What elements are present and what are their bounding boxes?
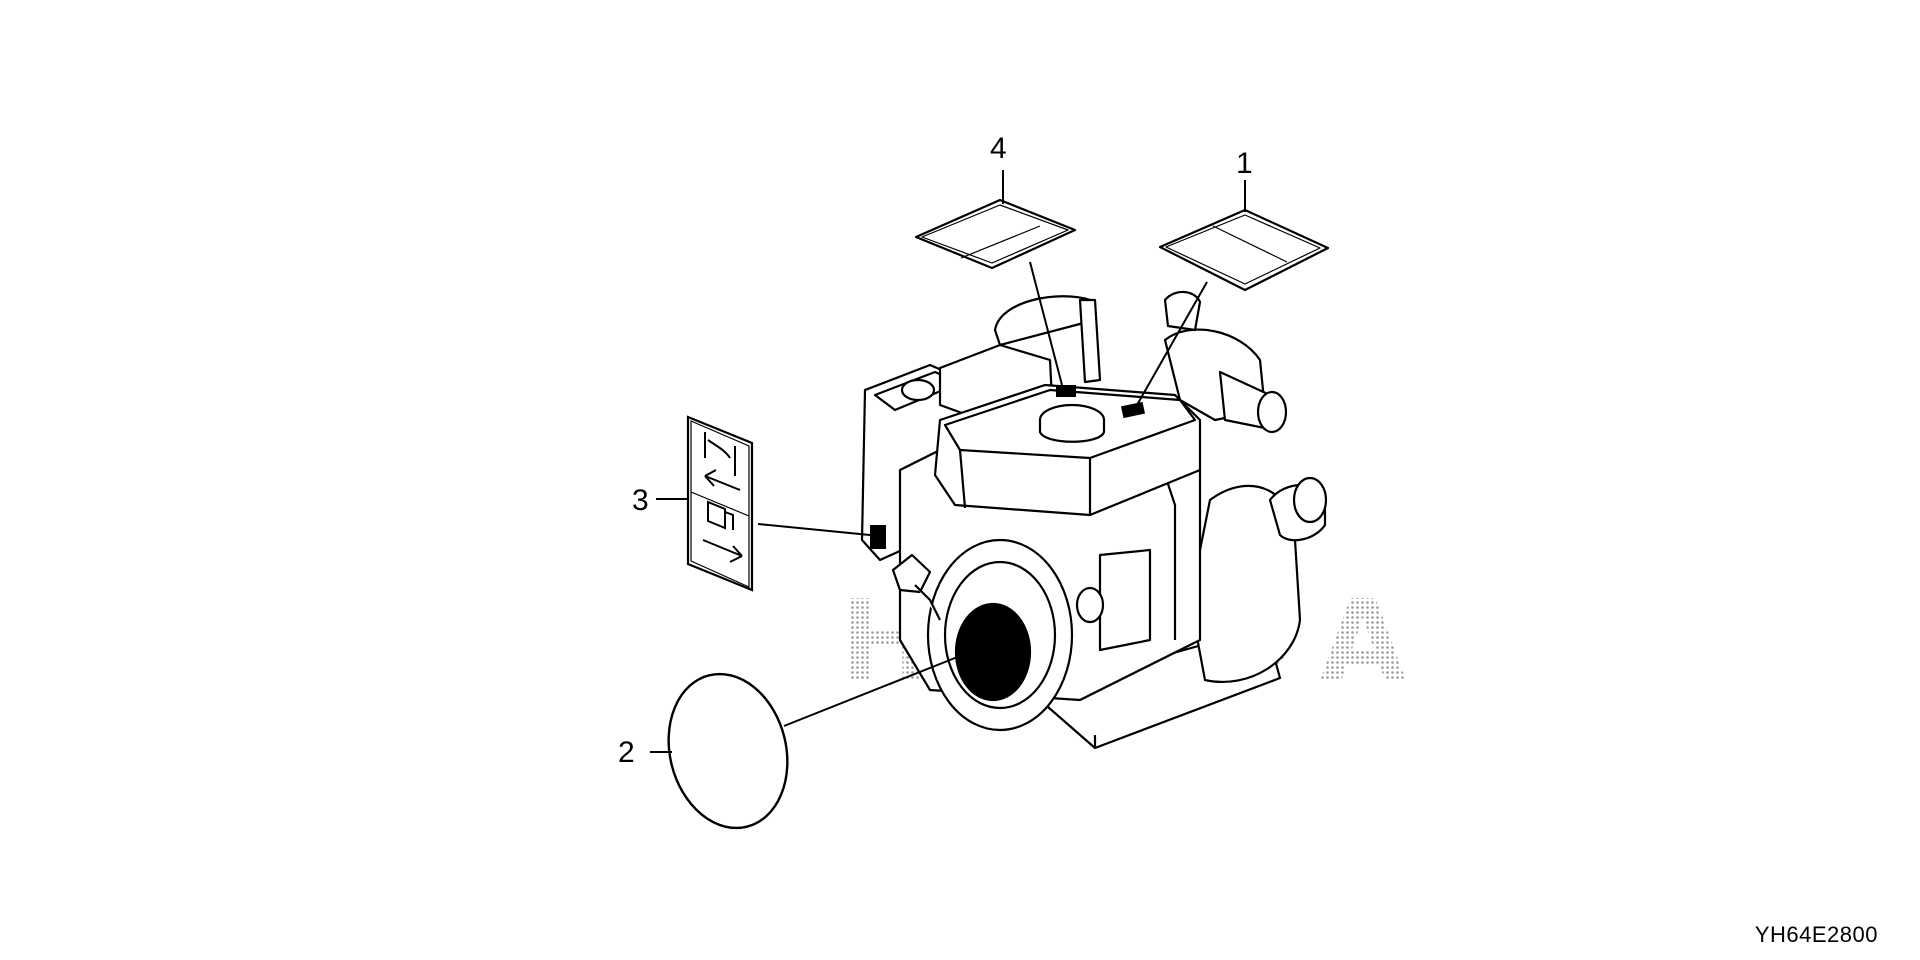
water-pump-illustration (860, 290, 1328, 750)
callout-4: 4 (990, 132, 1007, 165)
callout-2: 2 (618, 736, 635, 769)
leader-line-3-to-marker (757, 523, 871, 536)
callout-1: 1 (1236, 147, 1253, 180)
leader-lines (650, 170, 1246, 753)
label-position-markers (870, 385, 1146, 549)
part-3-choke-fuel-label (686, 415, 754, 592)
part-2-emblem (667, 672, 789, 830)
diagram-code: YH64E2800 (1754, 922, 1878, 947)
leader-line-4-to-marker (1029, 261, 1063, 386)
callout-3: 3 (632, 484, 649, 517)
leader-line-1-to-marker (1136, 281, 1208, 406)
label-4-marker (1056, 385, 1076, 397)
part-4-label (914, 198, 1077, 270)
label-1-marker (1120, 401, 1146, 419)
part-1-label (1158, 208, 1330, 292)
label-3-marker (870, 525, 886, 549)
leader-line-2-to-part (783, 655, 961, 727)
